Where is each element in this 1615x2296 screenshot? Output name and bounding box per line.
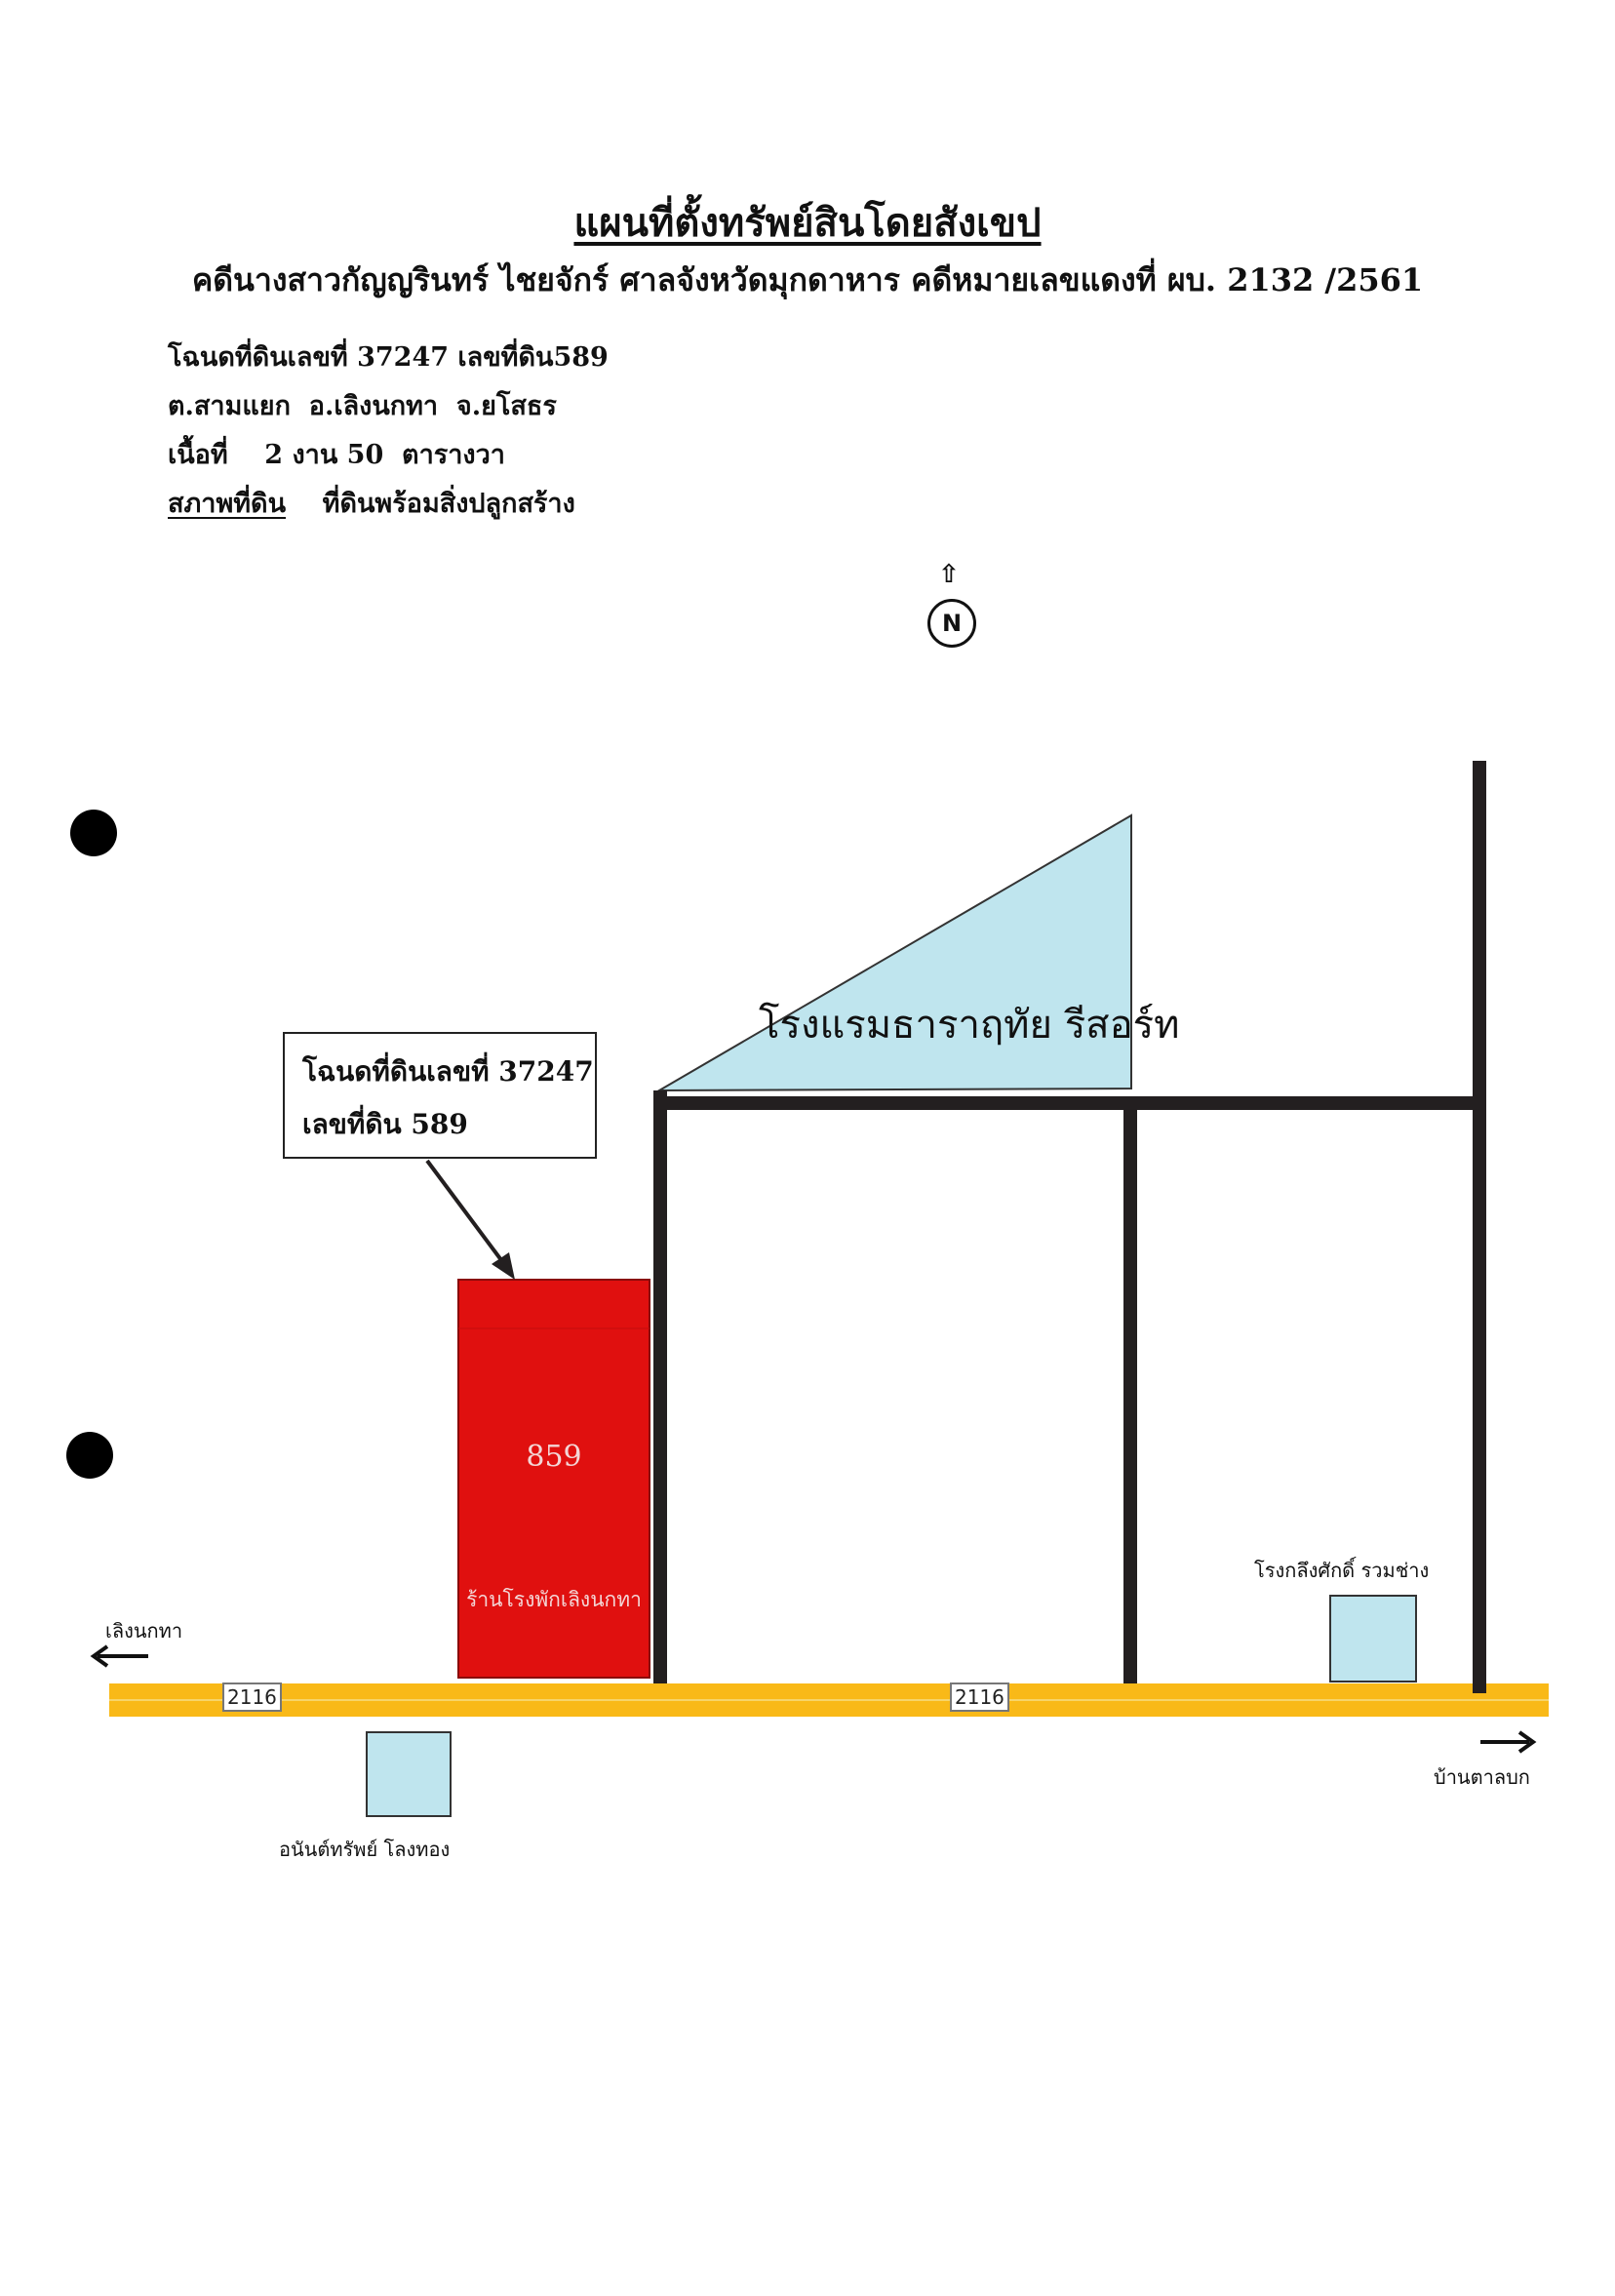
deed-line: โฉนดที่ดินเลขที่ 37247 เลขที่ดิน589 — [168, 342, 609, 373]
hotel-label: โรงแรมธาราฤทัย รีสอร์ท — [759, 1003, 1180, 1048]
mill-label: โรงกลึงศักดิ์ รวมช่าง — [1254, 1559, 1430, 1582]
boundary-wall-west — [653, 1090, 667, 1683]
west-destination-label: เลิงนกทา — [105, 1619, 183, 1643]
shop-label: ร้านโรงพักเลิงนกทา — [466, 1588, 642, 1611]
west-arrowhead-icon — [90, 1644, 109, 1668]
condition-line: สภาพที่ดิน ที่ดินพร้อมสิ่งปลูกสร้าง — [168, 482, 575, 524]
condition-label: สภาพที่ดิน — [168, 489, 287, 519]
property-label: อนันต์ทรัพย์ โลงทอง — [279, 1838, 451, 1861]
property-building — [366, 1731, 452, 1817]
road-number-sign: 2116 — [222, 1682, 282, 1712]
compass-north-icon: N — [927, 599, 976, 648]
boundary-wall-north — [653, 1096, 1475, 1110]
page-title: แผนที่ตั้งทรัพย์สินโดยสังเขป — [573, 200, 1042, 246]
subject-plot — [457, 1279, 650, 1679]
condition-value: ที่ดินพร้อมสิ่งปลูกสร้าง — [322, 489, 575, 519]
callout-line-1: โฉนดที่ดินเลขที่ 37247 — [302, 1055, 594, 1088]
callout-arrow-line — [425, 1159, 509, 1270]
east-destination-label: บ้านตาลบก — [1434, 1765, 1530, 1789]
area-line: เนื้อที่ 2 งาน 50 ตารางวา — [168, 440, 505, 470]
punch-hole — [66, 1432, 113, 1479]
callout-arrow-head — [492, 1252, 515, 1280]
north-arrow-icon: ⇧ — [938, 560, 960, 589]
boundary-wall-east — [1473, 761, 1486, 1693]
east-arrowhead-icon — [1517, 1730, 1537, 1754]
location-line: ต.สามแยก อ.เลิงนกทา จ.ยโสธร — [168, 391, 557, 421]
road-number-sign: 2116 — [950, 1682, 1009, 1712]
plot-number: 859 — [526, 1440, 582, 1474]
punch-hole — [70, 810, 117, 856]
case-subtitle: คดีนางสาวกัญญรินทร์ ไชยจักร์ ศาลจังหวัดม… — [191, 261, 1424, 298]
callout-line-2: เลขที่ดิน 589 — [302, 1108, 468, 1140]
mill-building — [1329, 1595, 1417, 1682]
deed-callout: โฉนดที่ดินเลขที่ 37247 เลขที่ดิน 589 — [283, 1032, 597, 1159]
boundary-wall-middle — [1123, 1102, 1137, 1683]
hotel-building — [655, 813, 1132, 1092]
